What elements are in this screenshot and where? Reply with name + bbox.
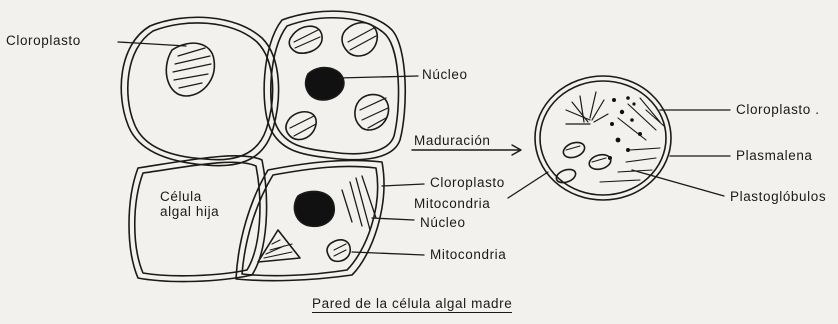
label-cloroplasto-mid: Cloroplasto [430,176,505,191]
chloroplast-icon [342,23,377,56]
nucleus-icon [294,191,334,226]
chloroplast-icon [355,95,389,130]
label-nucleo-top: Núcleo [422,68,468,83]
plastoglobules-icon [608,96,642,160]
nucleus-icon [306,68,344,100]
label-cloroplasto-right: Cloroplasto . [736,103,820,118]
label-nucleo-bottom: Núcleo [420,216,466,231]
chloroplast-icon [286,112,316,140]
label-mitocondria-bottom: Mitocondria [430,248,506,263]
mitochondrion-icon [327,240,350,262]
caption: Pared de la célula algal madre [312,296,512,313]
cell-top-left [121,17,278,165]
label-cloroplasto-top-left: Cloroplasto [6,34,81,49]
label-celula-hija-line1: Célula [160,190,219,205]
label-maduracion: Maduración [414,134,491,149]
label-mitocondria-mid: Mitocondria [414,197,490,212]
label-plastoglobulos: Plastoglóbulos [730,190,826,205]
label-plasmalena: Plasmalena [736,149,813,164]
label-celula-hija: Célula algal hija [160,190,219,220]
mature-cell [535,76,671,200]
chloroplast-icon [166,43,214,96]
label-celula-hija-line2: algal hija [160,205,219,220]
cell-top-right [264,11,405,160]
